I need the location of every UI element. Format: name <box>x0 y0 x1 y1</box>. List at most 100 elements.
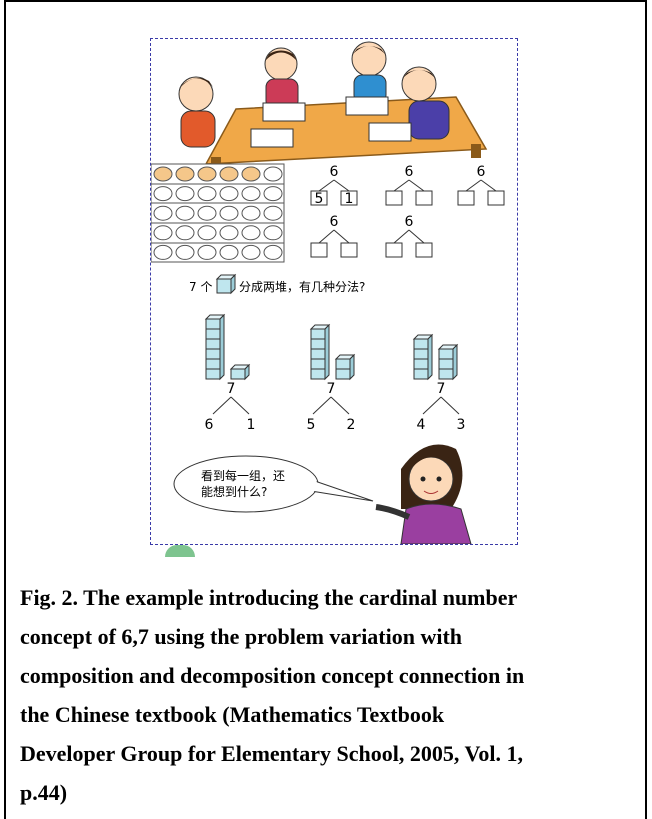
cube <box>413 348 429 360</box>
counter-circle <box>153 186 173 202</box>
cube <box>310 368 326 380</box>
counter-circle <box>219 166 239 182</box>
figure-caption: Fig. 2. The example introducing the card… <box>20 578 630 812</box>
bubble-line-2: 能想到什么? <box>201 484 267 499</box>
counter-circle <box>263 225 283 241</box>
counter-circle <box>153 244 173 260</box>
counter-circle <box>175 225 195 241</box>
split-left: 4 <box>417 417 426 433</box>
counter-circle <box>175 186 195 202</box>
cube <box>413 368 429 380</box>
split-tree: 7 6 1 <box>205 381 256 433</box>
cube <box>205 328 221 340</box>
split-tree: 7 5 2 <box>307 381 356 433</box>
counter-circle <box>219 186 239 202</box>
counter-circle <box>219 225 239 241</box>
counter-circle <box>263 205 283 221</box>
counter-circle <box>241 205 261 221</box>
children-at-table-illustration <box>178 41 488 169</box>
counter-circle <box>241 186 261 202</box>
textbook-figure: 6 5 1 6 6 6 6 <box>150 38 518 545</box>
tree-whole: 6 <box>405 214 414 230</box>
counter-circle <box>175 166 195 182</box>
cube-side <box>219 313 225 381</box>
caption-line: p.44) <box>20 780 68 805</box>
cube-side <box>427 333 433 381</box>
cube-side <box>452 343 458 381</box>
textbook-illustration: 6 5 1 6 6 6 6 <box>150 41 505 545</box>
counter-circle <box>153 166 173 182</box>
cube <box>310 358 326 370</box>
cube <box>205 358 221 370</box>
counter-circle <box>175 244 195 260</box>
cube-stacks <box>204 313 459 381</box>
speech-bubble: 看到每一组，还 能想到什么? <box>173 455 374 513</box>
question-line: 7 个 分成两堆，有几种分法? <box>189 273 365 295</box>
cube-side <box>324 323 330 381</box>
counter-circle <box>219 205 239 221</box>
cube <box>438 358 454 370</box>
cube <box>438 348 454 360</box>
counter-circle <box>241 225 261 241</box>
page-marker-decoration <box>165 545 195 557</box>
teacher-girl-illustration <box>375 444 472 545</box>
cube-side <box>349 353 355 381</box>
counter-circle <box>197 166 217 182</box>
caption-line: Developer Group for Elementary School, 2… <box>20 741 523 766</box>
cube-icon <box>215 273 237 295</box>
tree-whole: 6 <box>405 164 414 180</box>
number-box <box>340 190 358 206</box>
split-right: 1 <box>247 417 256 433</box>
counter-circle <box>241 244 261 260</box>
tree-whole: 6 <box>330 214 339 230</box>
counter-grid <box>150 163 285 263</box>
split-whole: 7 <box>437 381 446 397</box>
counter-circle <box>197 244 217 260</box>
page-frame <box>4 0 647 819</box>
counter-circle <box>219 244 239 260</box>
counter-circle <box>197 225 217 241</box>
cube <box>205 348 221 360</box>
counter-circle <box>263 244 283 260</box>
frame-top-border <box>4 0 647 2</box>
caption-line: the Chinese textbook (Mathematics Textbo… <box>20 702 445 727</box>
split-left: 6 <box>205 417 214 433</box>
counter-circle <box>197 186 217 202</box>
cube <box>205 318 221 330</box>
split-left: 5 <box>307 417 316 433</box>
counter-circle <box>153 205 173 221</box>
bubble-line-1: 看到每一组，还 <box>201 468 285 483</box>
tree-whole: 6 <box>477 164 486 180</box>
counter-circle <box>263 166 283 182</box>
counter-circle <box>197 205 217 221</box>
cube <box>438 368 454 380</box>
split-whole: 7 <box>327 381 336 397</box>
cube <box>310 348 326 360</box>
split-right: 3 <box>457 417 466 433</box>
decomposition-trees-six: 6 5 1 6 6 6 6 <box>310 164 505 258</box>
caption-line: Fig. 2. The example introducing the card… <box>20 585 518 610</box>
cube <box>230 368 246 380</box>
counter-circle <box>153 225 173 241</box>
caption-line: concept of 6,7 using the problem variati… <box>20 624 463 649</box>
cube <box>335 358 351 370</box>
cube-side <box>244 363 250 381</box>
counter-circle <box>263 186 283 202</box>
split-right: 2 <box>347 417 356 433</box>
cube <box>205 338 221 350</box>
split-tree: 7 4 3 <box>417 381 466 433</box>
split-whole: 7 <box>227 381 236 397</box>
counter-circle <box>241 166 261 182</box>
cube <box>310 338 326 350</box>
cube <box>205 368 221 380</box>
number-box <box>310 190 328 206</box>
tree-whole: 6 <box>330 164 339 180</box>
cube <box>413 358 429 370</box>
cube <box>310 328 326 340</box>
question-prefix: 7 个 <box>189 280 212 294</box>
cube <box>413 338 429 350</box>
cube <box>335 368 351 380</box>
question-suffix: 分成两堆，有几种分法? <box>239 280 365 294</box>
counter-circle <box>175 205 195 221</box>
part-left: 5 <box>315 191 324 207</box>
